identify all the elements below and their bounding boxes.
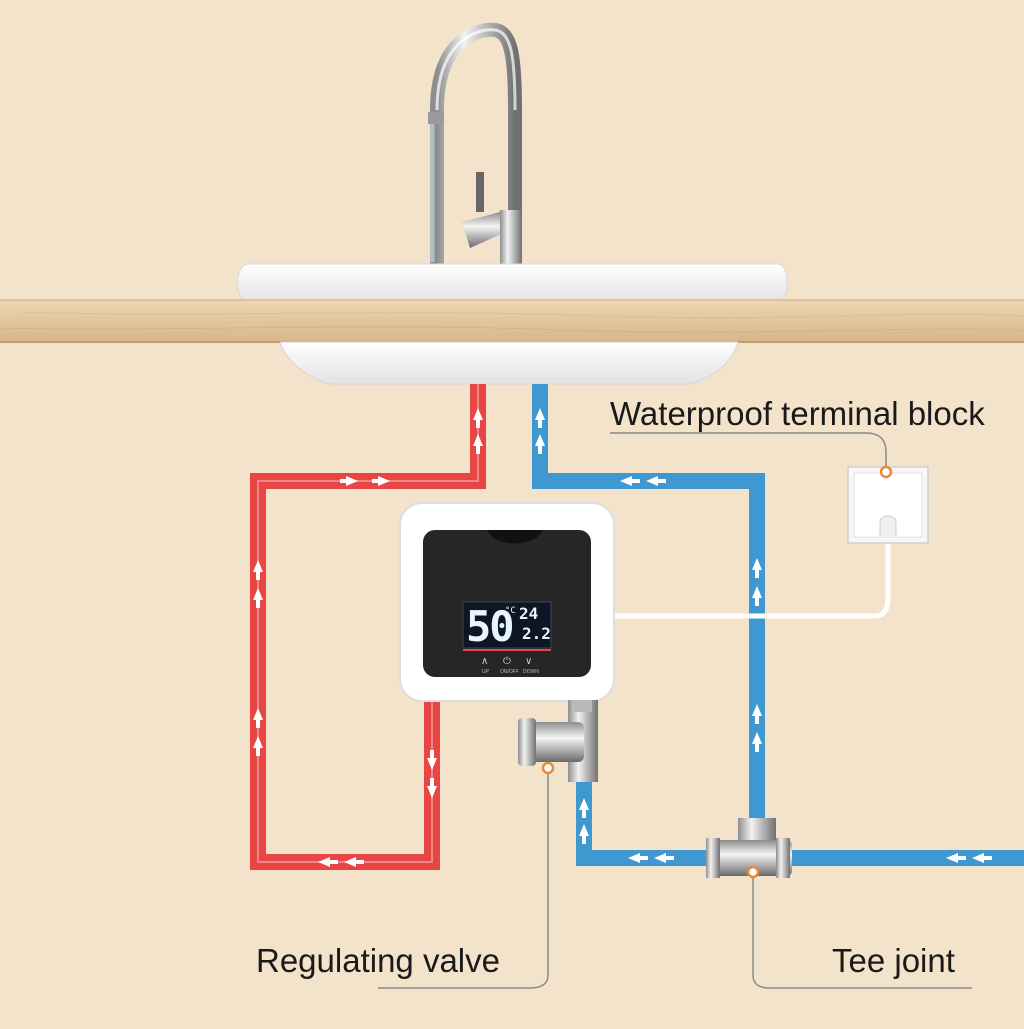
temperature-unit: °C [505, 606, 516, 616]
terminal-block [847, 466, 929, 544]
countertop [0, 300, 1024, 342]
regulating-valve-label: Regulating valve [256, 942, 500, 979]
hot-water-pipe [250, 384, 486, 870]
power-cable [612, 540, 891, 619]
onoff-button-label: ON/OFF [500, 669, 519, 675]
regulating-valve [518, 700, 598, 782]
temperature-readout: 50 [466, 602, 515, 651]
leader-dots [541, 465, 893, 879]
chevron-up-icon[interactable]: ∧ [481, 656, 489, 667]
tee-joint-label: Tee joint [832, 942, 955, 979]
terminal-block-label: Waterproof terminal block [610, 395, 985, 432]
water-heater [399, 502, 615, 702]
flow-arrows [253, 408, 992, 867]
up-button-label: UP [482, 669, 489, 675]
basin [237, 263, 788, 305]
tee-joint [706, 818, 792, 878]
chevron-down-icon[interactable]: ∨ [525, 656, 533, 667]
down-button-label: DOWN [523, 669, 539, 675]
bottom-reading: 2.2 [522, 624, 551, 643]
power-icon[interactable]: ⏻ [503, 656, 511, 667]
basin-underside [279, 341, 739, 385]
faucet [428, 22, 522, 269]
top-reading: 24 [519, 604, 539, 623]
lcd-screen [462, 601, 552, 649]
leader-lines [378, 432, 972, 989]
